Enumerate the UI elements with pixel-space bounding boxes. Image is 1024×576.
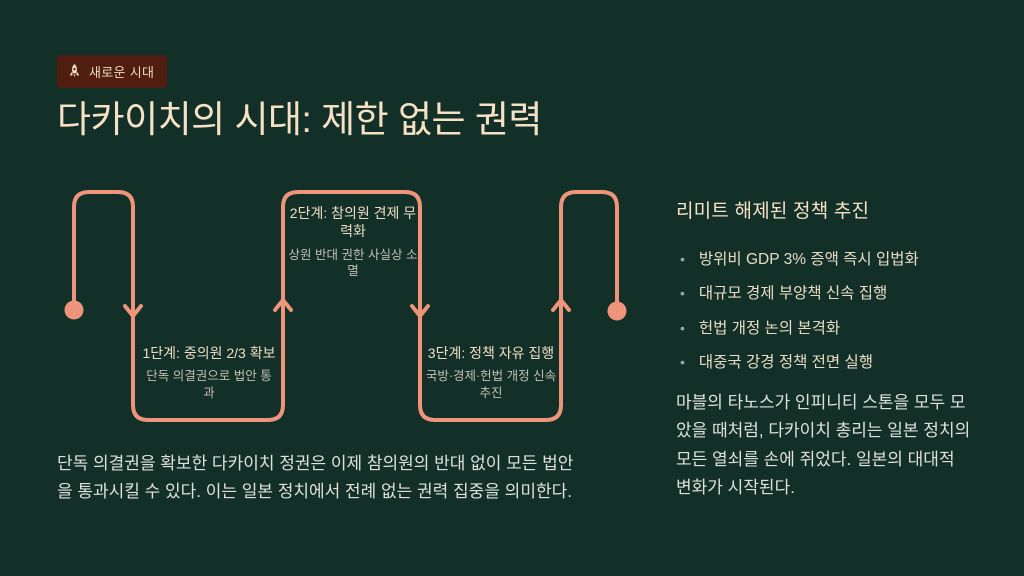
list-item-label: 방위비 GDP 3% 증액 즉시 입법화 — [698, 251, 919, 268]
flow-stage-1-title: 1단계: 중의원 2/3 확보 — [142, 345, 276, 361]
flow-stage-3: 3단계: 정책 자유 집행 국방·경제·헌법 개정 신속 추진 — [423, 344, 559, 401]
flow-stage-2-subtitle: 상원 반대 권한 사실상 소멸 — [288, 247, 418, 279]
policy-bullet-list: • 방위비 GDP 3% 증액 즉시 입법화 • 대규모 경제 부양책 신속 집… — [676, 250, 972, 373]
flow-stage-2-title: 2단계: 참의원 견제 무력화 — [289, 205, 417, 240]
list-item: • 헌법 개정 논의 본격화 — [676, 319, 972, 338]
summary-paragraph: 단독 의결권을 확보한 다카이치 정권은 이제 참의원의 반대 없이 모든 법안… — [57, 454, 574, 502]
end-dot — [607, 301, 627, 321]
arrow-down-1 — [123, 304, 143, 318]
era-badge-label: 새로운 시대 — [89, 65, 155, 80]
list-item: • 대규모 경제 부양책 신속 집행 — [676, 284, 972, 303]
rocket-icon — [68, 64, 81, 79]
bullet-dot-icon: • — [680, 285, 685, 302]
list-item-label: 대중국 강경 정책 전면 실행 — [698, 354, 873, 372]
page-title: 다카이치의 시대: 제한 없는 권력 — [57, 99, 542, 140]
list-item-label: 대규모 경제 부양책 신속 집행 — [698, 285, 888, 303]
arrow-up-1 — [273, 298, 293, 312]
flow-stage-2: 2단계: 참의원 견제 무력화 상원 반대 권한 사실상 소멸 — [285, 204, 421, 280]
list-item: • 대중국 강경 정책 전면 실행 — [676, 353, 972, 372]
policy-panel: 리미트 해제된 정책 추진 • 방위비 GDP 3% 증액 즉시 입법화 • 대… — [676, 196, 972, 503]
list-item-label: 헌법 개정 논의 본격화 — [698, 319, 841, 337]
start-dot — [64, 300, 84, 320]
bullet-dot-icon: • — [680, 319, 685, 336]
arrow-up-2 — [551, 298, 571, 312]
flow-stage-1-subtitle: 단독 의결권으로 법안 통과 — [146, 369, 272, 400]
bullet-dot-icon: • — [680, 251, 685, 267]
era-badge: 새로운 시대 — [57, 55, 168, 88]
flow-stage-3-subtitle: 국방·경제·헌법 개정 신속 추진 — [425, 369, 557, 400]
flow-stage-1: 1단계: 중의원 2/3 확보 단독 의결권으로 법안 통과 — [141, 344, 277, 401]
policy-panel-heading: 리미트 해제된 정책 추진 — [676, 201, 870, 222]
list-item: • 방위비 GDP 3% 증액 즉시 입법화 — [676, 250, 972, 269]
bullet-dot-icon: • — [680, 354, 685, 371]
arrow-down-2 — [410, 304, 430, 318]
closing-paragraph: 마블의 타노스가 인피니티 스톤을 모두 모았을 때처럼, 다카이치 총리는 일… — [676, 392, 971, 498]
serpentine-path — [64, 190, 627, 422]
flow-stage-3-title: 3단계: 정책 자유 집행 — [427, 345, 555, 361]
